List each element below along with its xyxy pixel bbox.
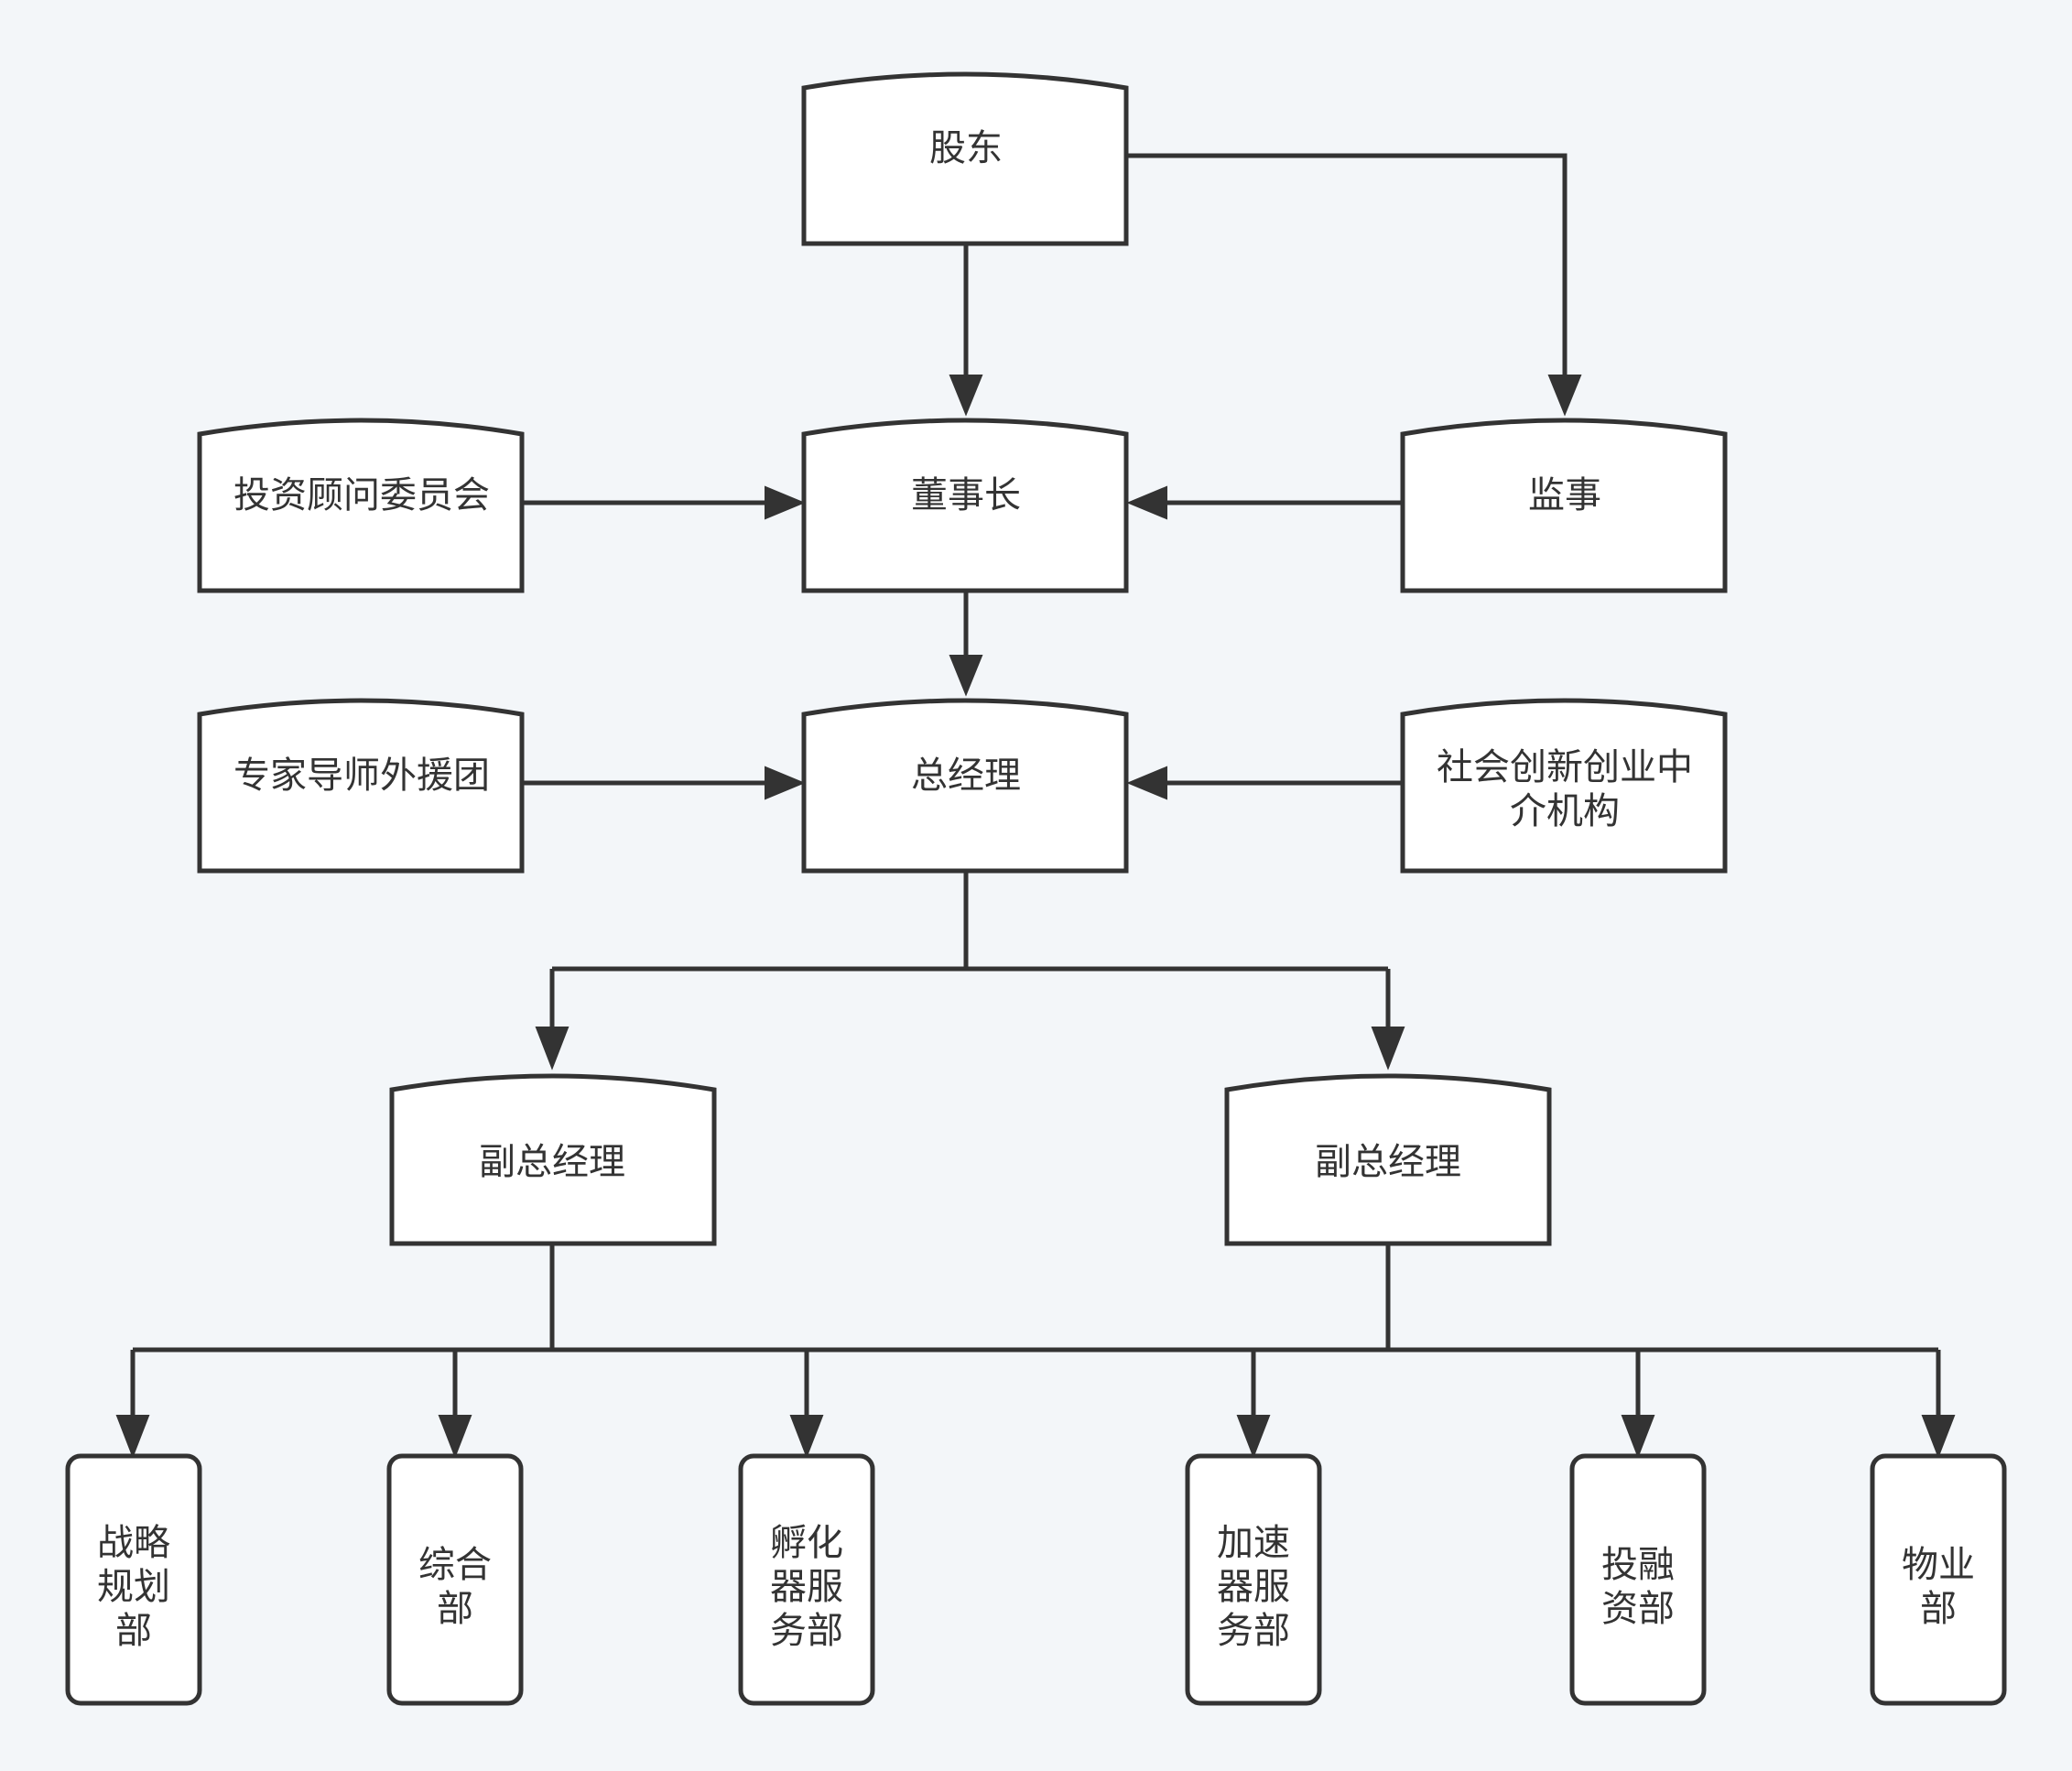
deputy-gm-right-label: 副总经理 — [1315, 1141, 1461, 1183]
node-social-innovation-agency: 社会创新创业中介机构 — [1400, 698, 1728, 874]
label-line: 孵化 — [770, 1522, 843, 1564]
supervisor-label: 监事 — [1528, 474, 1601, 516]
arrowhead-gm-to-deputy-right — [1371, 1027, 1405, 1070]
incubator-service-dept-label: 孵化器服务部 — [770, 1522, 843, 1652]
node-accelerator-service-dept: 加速器服务部 — [1185, 1453, 1322, 1706]
label-line: 加速 — [1217, 1522, 1290, 1564]
social-innovation-agency-shape — [1400, 698, 1728, 874]
arrowhead-shareholders-to-chairman — [949, 375, 983, 417]
label-line: 副总经理 — [1315, 1141, 1461, 1183]
arrowhead-chairman-to-gm — [949, 655, 983, 697]
label-line: 器服 — [1217, 1566, 1290, 1608]
arrowhead-to-general-affairs-dept — [438, 1415, 472, 1459]
strategy-planning-dept-shape — [65, 1453, 202, 1706]
label-line: 总经理 — [911, 755, 1021, 797]
arrowhead-to-investment-dept — [1621, 1415, 1655, 1459]
investment-financing-dept-label: 投融资部 — [1601, 1544, 1675, 1630]
node-strategy-planning-dept: 战略规划部 — [65, 1453, 202, 1706]
label-line: 综合 — [418, 1544, 492, 1586]
investment-financing-dept-shape — [1569, 1453, 1707, 1706]
node-property-dept: 物业部 — [1870, 1453, 2007, 1706]
org-nodes: 股东 董事长 监事 投资顾问委员会 总经理 专家导师外援团 社会创新创业中介机构 — [65, 71, 2007, 1706]
node-expert-mentor-group: 专家导师外援团 — [197, 698, 525, 874]
node-supervisor: 监事 — [1400, 418, 1728, 593]
label-line: 投融 — [1601, 1544, 1675, 1586]
arrowhead-shareholders-to-supervisor — [1547, 375, 1582, 417]
investment-advisory-committee-label: 投资顾问委员会 — [233, 474, 490, 516]
social-innovation-agency-label: 社会创新创业中介机构 — [1437, 746, 1693, 832]
node-shareholders: 股东 — [801, 71, 1129, 246]
node-chairman: 董事长 — [801, 418, 1129, 593]
investment-advisory-committee-shape — [197, 418, 525, 593]
chairman-shape — [801, 418, 1129, 593]
strategy-planning-dept-label: 战略规划部 — [97, 1522, 170, 1652]
arrowhead-to-incubator-dept — [789, 1415, 824, 1459]
label-line: 监事 — [1528, 474, 1601, 516]
label-line: 务部 — [1217, 1610, 1290, 1652]
expert-mentor-group-label: 专家导师外援团 — [233, 755, 490, 797]
label-line: 董事长 — [911, 474, 1021, 516]
shareholders-shape — [801, 71, 1129, 246]
arrowhead-supervisor-to-chairman — [1126, 485, 1167, 520]
label-line: 战略 — [97, 1522, 170, 1564]
general-manager-label: 总经理 — [911, 755, 1021, 797]
label-line: 副总经理 — [479, 1141, 625, 1183]
label-line: 专家导师外援团 — [233, 755, 490, 797]
general-affairs-dept-shape — [386, 1453, 524, 1706]
property-dept-shape — [1870, 1453, 2007, 1706]
label-line: 资部 — [1601, 1588, 1675, 1630]
property-dept-label: 物业部 — [1902, 1544, 1975, 1630]
shareholders-label: 股东 — [929, 127, 1003, 169]
node-general-affairs-dept: 综合部 — [386, 1453, 524, 1706]
chairman-label: 董事长 — [911, 474, 1021, 516]
accelerator-service-dept-shape — [1185, 1453, 1322, 1706]
arrowhead-to-strategy-dept — [115, 1415, 150, 1459]
node-general-manager: 总经理 — [801, 698, 1129, 874]
node-incubator-service-dept: 孵化器服务部 — [738, 1453, 875, 1706]
node-investment-advisory-committee: 投资顾问委员会 — [197, 418, 525, 593]
label-line: 投资顾问委员会 — [233, 474, 490, 516]
arrowhead-experts-to-gm — [765, 766, 806, 800]
label-line: 介机构 — [1510, 790, 1620, 832]
edge-deputies-to-departments — [130, 1244, 1941, 1429]
deputy-gm-left-label: 副总经理 — [479, 1141, 625, 1183]
arrowhead-to-accelerator-dept — [1236, 1415, 1271, 1459]
arrowhead-to-property-dept — [1921, 1415, 1956, 1459]
deputy-gm-right-shape — [1224, 1073, 1552, 1246]
label-line: 社会创新创业中 — [1437, 746, 1693, 788]
edge-shareholders-to-supervisor — [1126, 153, 1568, 388]
label-line: 部 — [1920, 1588, 1957, 1630]
label-line: 股东 — [929, 127, 1003, 169]
arrowhead-agency-to-gm — [1126, 766, 1167, 800]
label-line: 器服 — [770, 1566, 843, 1608]
supervisor-shape — [1400, 418, 1728, 593]
label-line: 部 — [437, 1588, 473, 1630]
arrowhead-advisory-to-chairman — [765, 485, 806, 520]
incubator-service-dept-shape — [738, 1453, 875, 1706]
label-line: 务部 — [770, 1610, 843, 1652]
arrowhead-gm-to-deputy-left — [535, 1027, 570, 1070]
label-line: 部 — [115, 1610, 152, 1652]
deputy-gm-left-shape — [389, 1073, 717, 1246]
label-line: 物业 — [1902, 1544, 1975, 1586]
general-manager-shape — [801, 698, 1129, 874]
edge-gm-to-deputies — [549, 871, 1391, 1040]
connector-lines — [115, 153, 1956, 1459]
node-deputy-gm-left: 副总经理 — [389, 1073, 717, 1246]
accelerator-service-dept-label: 加速器服务部 — [1217, 1522, 1290, 1652]
node-investment-financing-dept: 投融资部 — [1569, 1453, 1707, 1706]
label-line: 规划 — [97, 1566, 170, 1608]
expert-mentor-group-shape — [197, 698, 525, 874]
general-affairs-dept-label: 综合部 — [418, 1544, 492, 1630]
node-deputy-gm-right: 副总经理 — [1224, 1073, 1552, 1246]
